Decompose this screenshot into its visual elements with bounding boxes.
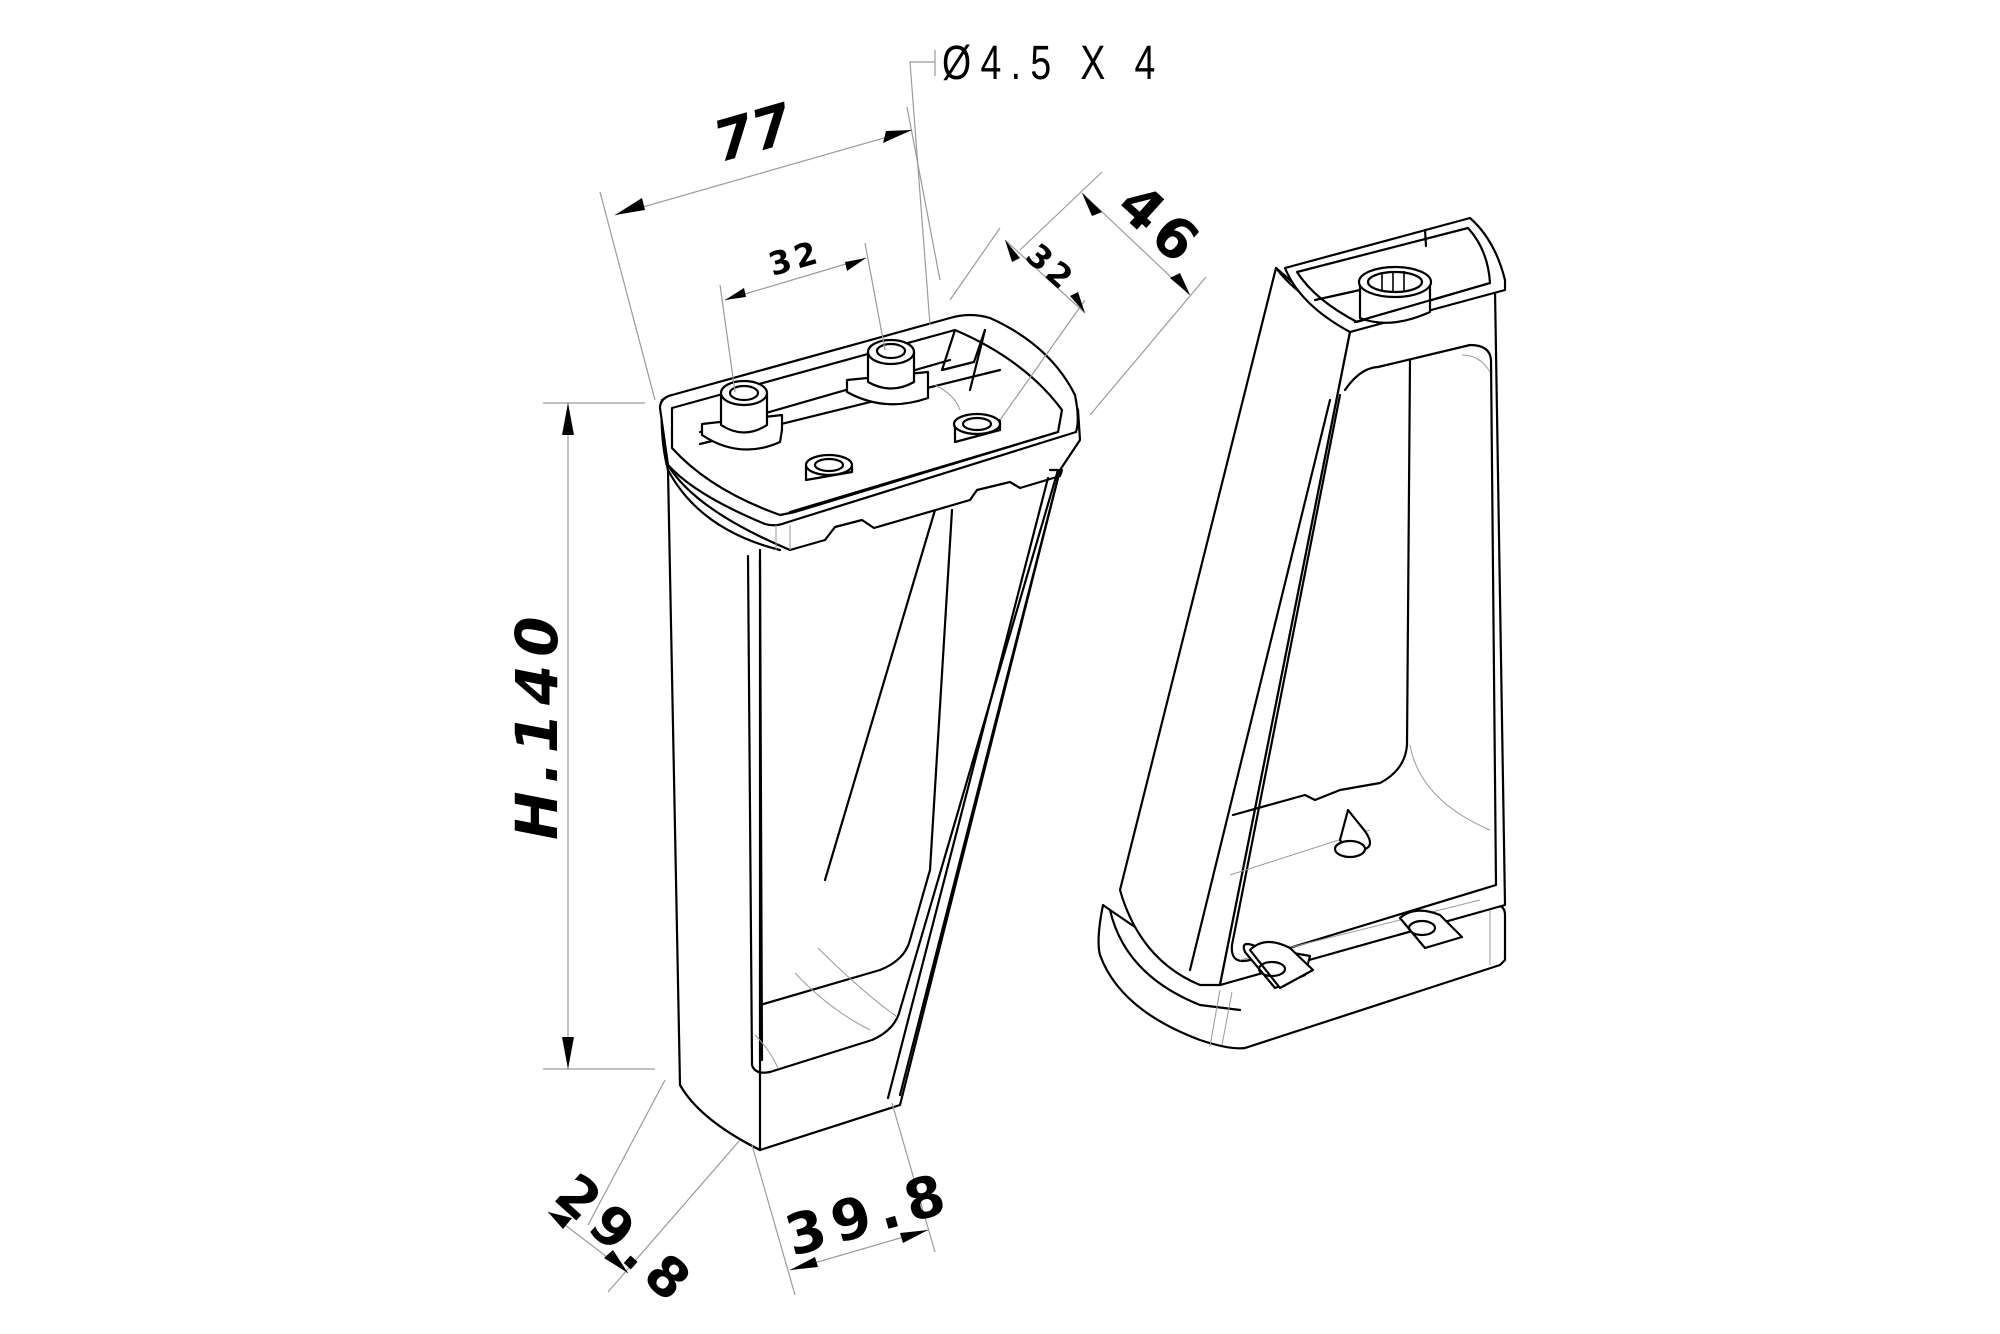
hole-callout-label: Ø4.5 X 4 — [942, 37, 1165, 90]
right-leg — [1097, 216, 1507, 1050]
height-label: H.140 — [503, 608, 571, 840]
dimension-lines — [543, 50, 1207, 1296]
left-leg — [658, 313, 1082, 1152]
